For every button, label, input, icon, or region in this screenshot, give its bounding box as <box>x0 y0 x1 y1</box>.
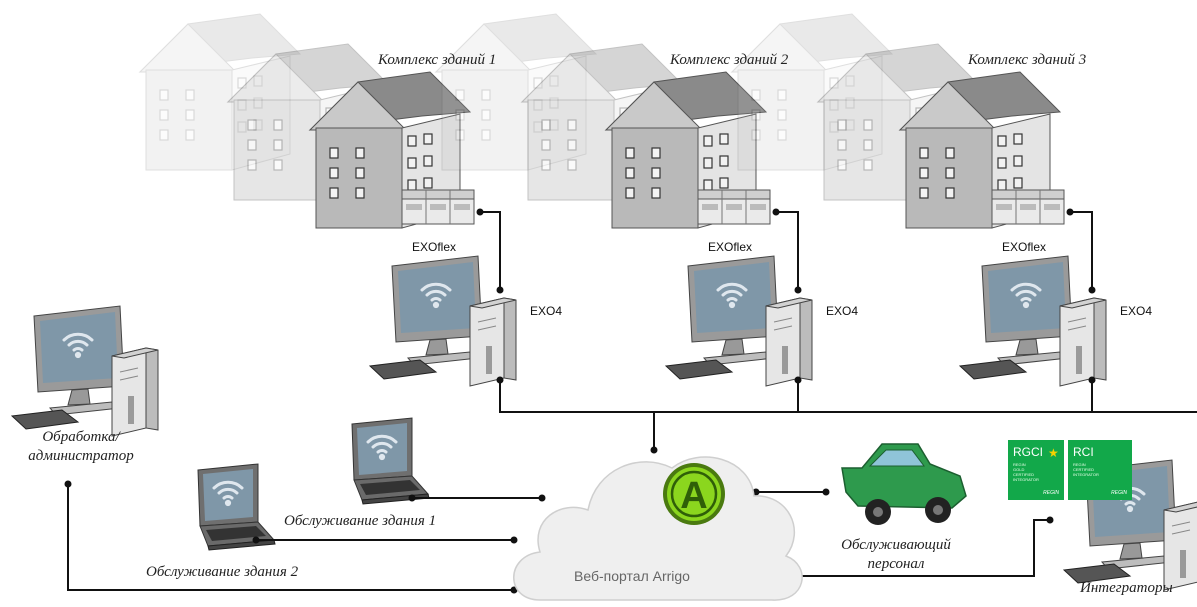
rci-badge: RCI REGIN CERTIFIED INTEGRATOR REGIN <box>1068 440 1132 500</box>
star-icon: ★ <box>1048 446 1059 460</box>
arrigo-logo-letter: A <box>680 475 707 517</box>
rgci-badge-line: REGIN <box>1013 462 1026 467</box>
service-laptop-2-icon <box>198 464 275 550</box>
exo4-server-icon <box>370 256 516 386</box>
service-building-1-label: Обслуживание здания 1 <box>284 513 437 529</box>
complex-3-controller-label: EXOflex <box>1002 240 1047 254</box>
rgci-badge-line: INTEGRATOR <box>1013 477 1039 482</box>
complex-2-server-label: EXO4 <box>826 304 859 318</box>
exoflex-controller-icon <box>991 189 1065 225</box>
arrigo-portal-label: Веб-портал Arrigo <box>574 568 690 584</box>
complex-3-title: Комплекс зданий 3 <box>968 52 1087 68</box>
admin-label: Обработка/ администратор <box>26 428 136 466</box>
exo4-server-icon <box>666 256 812 386</box>
rgci-badge-code: RGCI <box>1013 445 1043 459</box>
rci-badge-line: REGIN <box>1073 462 1086 467</box>
complex-1-server-label: EXO4 <box>530 304 563 318</box>
car-icon <box>841 443 967 525</box>
exoflex-controller-icon <box>697 189 771 225</box>
admin-computer-icon <box>12 306 158 436</box>
rci-badge-line: CERTIFIED <box>1073 467 1094 472</box>
service-laptop-1-icon <box>352 418 429 504</box>
rgci-badge-line: CERTIFIED <box>1013 472 1034 477</box>
integrators-label: Интеграторы <box>1080 580 1173 596</box>
admin-label-line-2: администратор <box>28 448 134 464</box>
rci-badge-line: INTEGRATOR <box>1073 472 1099 477</box>
arrigo-logo: A <box>663 463 725 525</box>
service-staff-label: Обслуживающий персонал <box>816 536 976 574</box>
complex-3-server-label: EXO4 <box>1120 304 1153 318</box>
complex-1-controller-label: EXOflex <box>412 240 457 254</box>
rgci-badge-line: GOLD <box>1013 467 1024 472</box>
exo4-server-icon <box>960 256 1106 386</box>
rci-badge-code: RCI <box>1073 445 1094 459</box>
rci-badge-brand: REGIN <box>1111 490 1127 496</box>
admin-label-line-1: Обработка/ <box>42 429 120 445</box>
complex-2-controller-label: EXOflex <box>708 240 753 254</box>
rgci-badge: RGCI ★ REGIN GOLD CERTIFIED INTEGRATOR R… <box>1008 440 1064 500</box>
service-staff-label-line-2: персонал <box>867 556 925 572</box>
complex-1-title: Комплекс зданий 1 <box>378 52 497 68</box>
rgci-badge-brand: REGIN <box>1043 490 1059 496</box>
exoflex-controller-icon <box>401 189 475 225</box>
complex-2-title: Комплекс зданий 2 <box>670 52 789 68</box>
service-building-2-label: Обслуживание здания 2 <box>146 564 299 580</box>
service-staff-label-line-1: Обслуживающий <box>841 537 951 553</box>
connection-lines <box>67 211 1197 591</box>
cloud-icon <box>513 456 803 601</box>
